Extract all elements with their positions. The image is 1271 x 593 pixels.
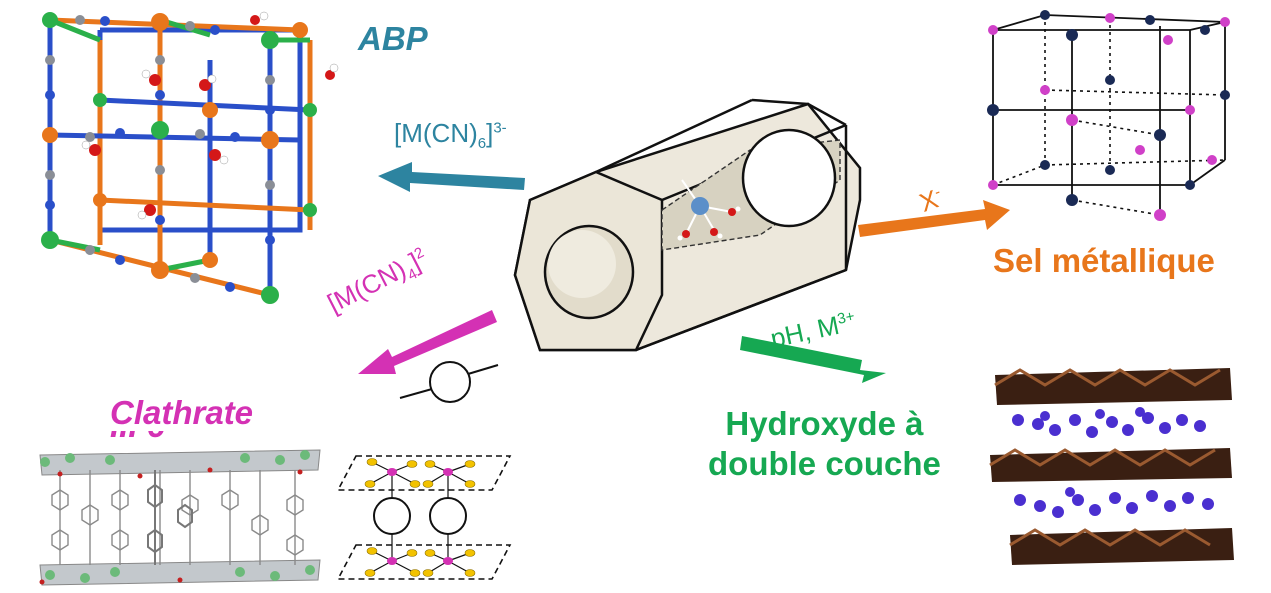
hydroxyde-line-2: double couche <box>708 444 941 484</box>
ligand-symbol <box>400 362 498 402</box>
arrow-to-clathrate <box>358 310 497 374</box>
hexagonal-channel <box>515 100 860 350</box>
clathrate-cut-label: III 6 <box>110 431 260 439</box>
abp-label: ABP <box>358 20 428 58</box>
hydroxyde-line-1: Hydroxyde à <box>708 404 941 444</box>
clathrate-framework <box>40 450 321 585</box>
sel-label: Sel métallique <box>993 242 1215 280</box>
reagent-hexacyano: [M(CN)6]3- <box>394 118 507 152</box>
arrow-to-abp <box>378 162 525 192</box>
clathrate-label: Clathrate <box>110 394 253 432</box>
abp-crystal-structure <box>41 12 338 304</box>
salt-lattice-structure <box>987 10 1230 221</box>
ldh-layer-structure <box>990 368 1234 565</box>
pillared-layer-schematic <box>338 456 510 579</box>
hydroxyde-label: Hydroxyde à double couche <box>708 404 941 484</box>
